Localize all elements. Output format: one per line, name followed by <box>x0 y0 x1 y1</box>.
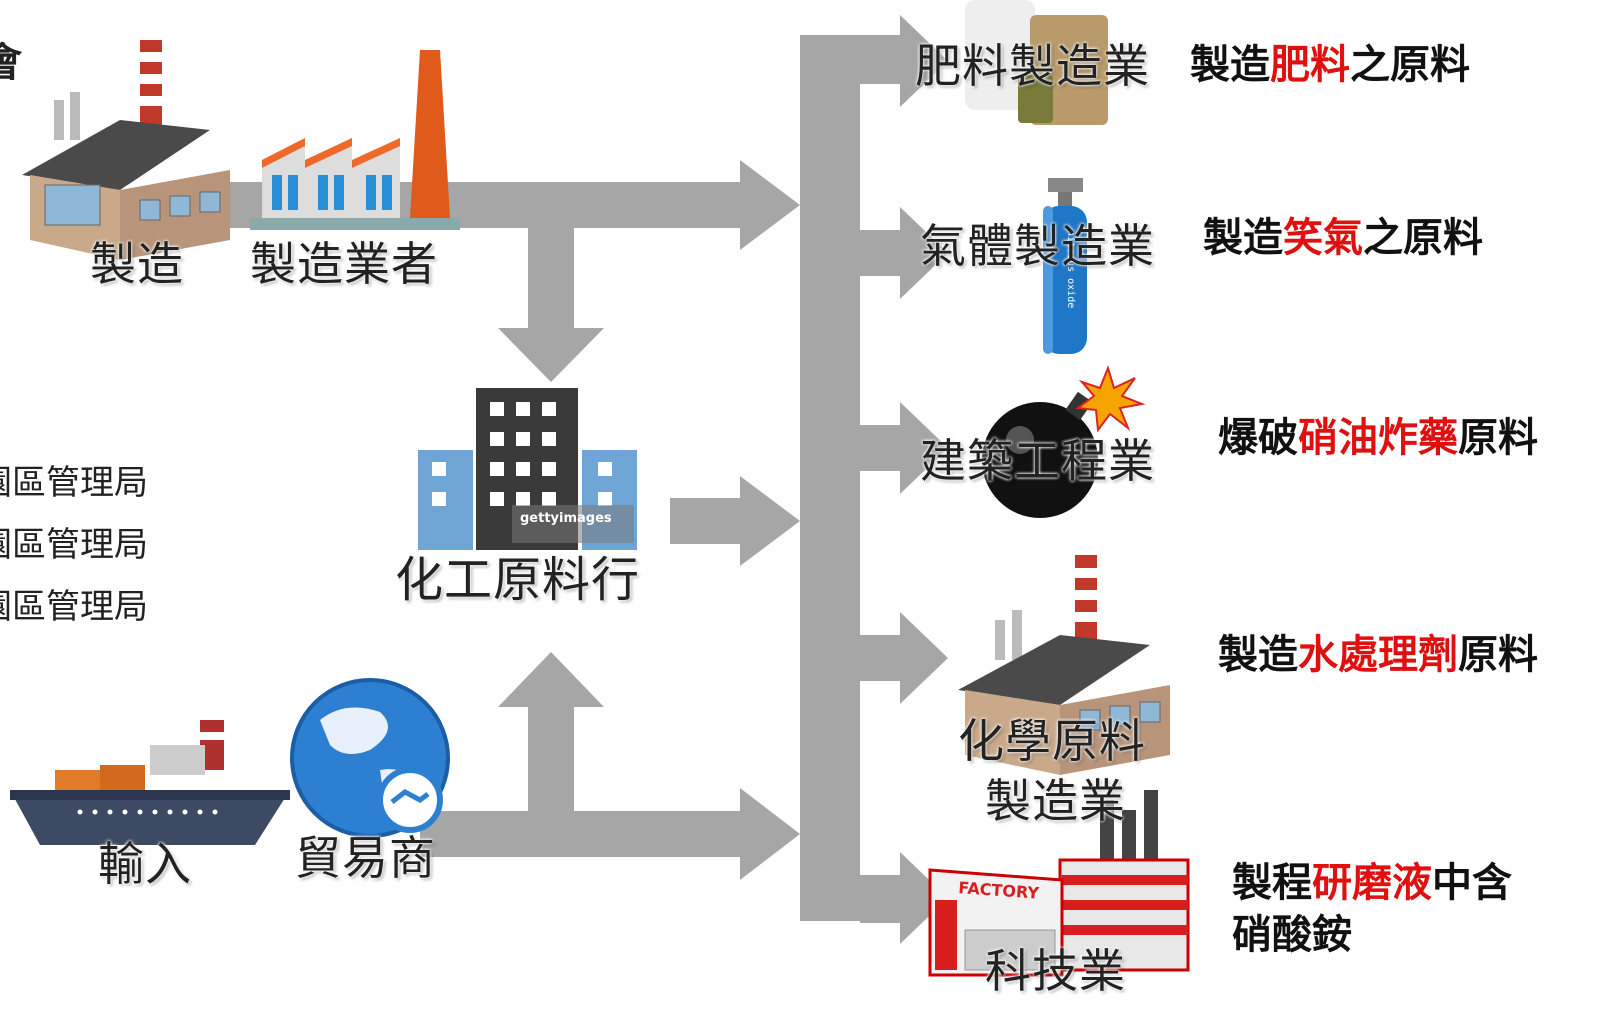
bomb-icon <box>982 364 1146 518</box>
label-chemical-industry-line2: 製造業 <box>985 774 1126 828</box>
desc-gas: 製造笑氣之原料 <box>1203 215 1483 261</box>
label-import: 輸入 <box>98 837 192 891</box>
branch-arrow-fertilizer <box>900 15 948 107</box>
label-construction-industry: 建築工程業 <box>920 434 1155 488</box>
label-fertilizer-industry: 肥料製造業 <box>915 39 1150 93</box>
manufacturer-factory-icon <box>250 50 460 230</box>
branch-arrow-chemical <box>900 612 948 704</box>
edge-fragment-text: 會 <box>0 40 22 86</box>
arrow-trader-shaft <box>420 811 740 857</box>
import-ship-icon <box>10 720 290 845</box>
arrow-up-shaft <box>528 707 574 811</box>
arrow-up-head <box>498 652 604 707</box>
label-trader: 貿易商 <box>295 831 436 885</box>
chem-shop-building-icon <box>418 388 637 550</box>
label-gas-industry: 氣體製造業 <box>920 219 1155 273</box>
manufacture-factory-icon <box>22 40 230 260</box>
arrow-trader-head <box>740 788 800 880</box>
side-list-item: 園區管理局 <box>0 463 148 503</box>
branch-arrow-tech <box>900 852 948 944</box>
watermark-text: gettyimages <box>520 511 612 526</box>
fertilizer-bags-icon <box>965 0 1108 125</box>
trader-globe-icon <box>290 678 450 838</box>
desc-construction: 爆破硝油炸藥原料 <box>1218 415 1538 461</box>
branch-arrow-construction <box>900 402 948 494</box>
chemical-factory-icon <box>958 555 1170 775</box>
arrow-shop-shaft <box>670 498 742 544</box>
desc-tech: 製程研磨液中含 <box>1232 860 1512 906</box>
desc-chemical: 製造水處理劑原料 <box>1218 632 1538 678</box>
side-list-item: 園區管理局 <box>0 587 148 627</box>
label-chem-shop: 化工原料行 <box>395 552 641 608</box>
label-tech-industry: 科技業 <box>985 944 1126 998</box>
label-manufacturer: 製造業者 <box>250 237 438 291</box>
arrow-down-shaft <box>528 228 574 328</box>
label-chemical-industry-line1: 化學原料 <box>958 714 1146 768</box>
arrow-manufacturer-head <box>740 160 800 250</box>
cylinder-label-text: nitrous oxide <box>1065 230 1076 308</box>
arrow-shop-head <box>740 476 800 566</box>
trunk-vertical <box>800 35 860 920</box>
tech-factory-icon <box>928 790 1190 977</box>
side-list-item: 園區管理局 <box>0 525 148 565</box>
desc-fertilizer: 製造肥料之原料 <box>1190 42 1470 88</box>
branch-arrow-gas <box>900 207 948 299</box>
arrow-down-head <box>498 328 604 382</box>
label-manufacture: 製造 <box>90 237 184 291</box>
gas-cylinder-icon <box>1043 178 1087 354</box>
desc-tech-line2: 硝酸銨 <box>1232 912 1352 958</box>
